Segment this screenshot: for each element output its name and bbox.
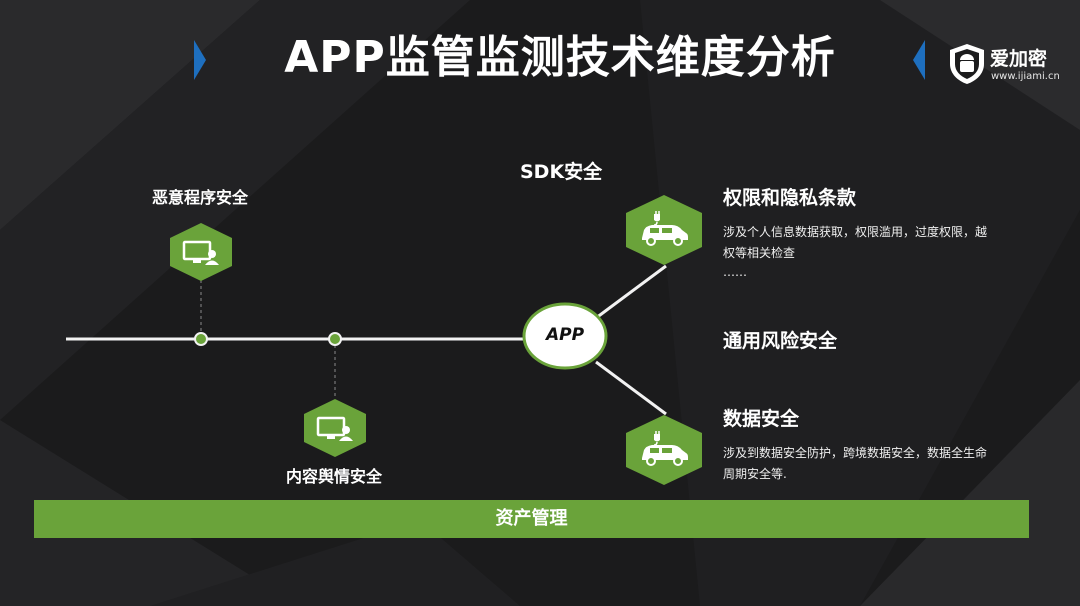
app-node-label: APP — [545, 325, 585, 345]
general-risk-label: 通用风险安全 — [723, 330, 838, 352]
computer-user-icon — [304, 399, 366, 457]
app-node — [522, 302, 608, 370]
logo-url: www.ijiami.cn — [991, 71, 1060, 82]
title-chevron-right — [913, 40, 925, 80]
electric-car-icon — [626, 195, 702, 265]
permission-desc-line-2: 权等相关检查 — [723, 246, 796, 260]
sdk-label: SDK安全 — [520, 161, 603, 183]
page-title: APP监管监测技术维度分析 — [284, 32, 836, 83]
content-label: 内容舆情安全 — [286, 467, 383, 486]
computer-user-icon — [170, 223, 232, 281]
asset-management-bar: 资产管理 — [34, 500, 1029, 538]
permission-description: 涉及个人信息数据获取，权限滥用，过度权限，越 权等相关检查 …… — [723, 222, 1023, 280]
permission-title: 权限和隐私条款 — [723, 187, 857, 209]
title-chevron-left — [194, 40, 206, 80]
permission-desc-line-3: …… — [723, 265, 747, 279]
permission-desc-line-1: 涉及个人信息数据获取，权限滥用，过度权限，越 — [723, 225, 988, 239]
shield-android-icon — [950, 44, 984, 84]
permission-branch-line — [595, 264, 667, 320]
data-security-description: 涉及到数据安全防护，跨境数据安全，数据全生命 周期安全等. — [723, 443, 1023, 485]
malware-label: 恶意程序安全 — [152, 188, 249, 207]
data-desc-line-2: 周期安全等. — [723, 467, 787, 481]
data-security-title: 数据安全 — [723, 408, 800, 430]
logo-name: 爱加密 — [990, 48, 1048, 70]
data-branch-line — [595, 360, 667, 416]
data-desc-line-1: 涉及到数据安全防护，跨境数据安全，数据全生命 — [723, 446, 988, 460]
electric-car-icon — [626, 415, 702, 485]
content-node-dot — [328, 332, 342, 346]
malware-node-dot — [194, 332, 208, 346]
